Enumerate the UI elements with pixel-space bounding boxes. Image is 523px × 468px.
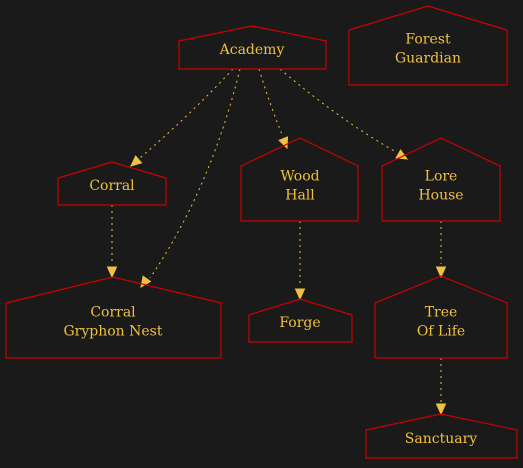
arrowhead-icon <box>106 266 118 279</box>
house-shape <box>348 5 508 86</box>
edge-lore-house-to-tree-of-life <box>435 221 447 279</box>
house-shape <box>248 298 353 343</box>
house-shape <box>5 276 222 359</box>
edge-academy-to-corral-gryphon-nest <box>140 68 241 288</box>
edge-line <box>258 68 284 138</box>
arrowhead-icon <box>435 266 447 279</box>
node-label: Guardian <box>395 51 461 67</box>
house-shape <box>381 137 501 222</box>
house-shape <box>178 25 327 70</box>
house-shape <box>57 161 167 206</box>
edge-wood-hall-to-forge <box>294 221 306 301</box>
node-label: Tree <box>425 305 458 321</box>
arrowhead-icon <box>130 155 143 167</box>
node-sanctuary[interactable]: Sanctuary <box>365 413 518 459</box>
node-tree-of-life[interactable]: Tree Of Life <box>374 275 508 359</box>
node-academy[interactable]: Academy <box>178 25 327 70</box>
house-shape <box>374 275 508 359</box>
node-label: Wood <box>280 169 319 185</box>
node-label: Corral <box>89 178 135 194</box>
node-label: Forest <box>405 32 451 48</box>
node-label: Gryphon Nest <box>63 324 162 340</box>
node-label: Hall <box>285 188 315 204</box>
edges-layer <box>106 68 447 416</box>
node-label: House <box>418 188 463 204</box>
edge-tree-of-life-to-sanctuary <box>435 358 447 416</box>
node-label: Corral <box>90 305 136 321</box>
house-shape <box>365 413 518 459</box>
node-label: Sanctuary <box>405 431 477 447</box>
edge-line <box>139 68 234 159</box>
node-corral[interactable]: Corral <box>57 161 167 206</box>
arrowhead-icon <box>395 149 409 160</box>
edge-academy-to-wood-hall <box>258 68 289 150</box>
arrowhead-icon <box>435 403 447 416</box>
edge-academy-to-lore-house <box>279 68 409 160</box>
node-label: Forge <box>279 315 320 331</box>
node-label: Academy <box>219 42 285 58</box>
node-forge[interactable]: Forge <box>248 298 353 343</box>
edge-line <box>149 68 241 279</box>
node-label: Lore <box>425 169 458 185</box>
edge-academy-to-corral <box>130 68 234 167</box>
house-shape <box>240 137 359 222</box>
edge-corral-to-corral-gryphon-nest <box>106 205 118 279</box>
arrowhead-icon <box>294 288 306 301</box>
node-label: Of Life <box>417 324 465 340</box>
